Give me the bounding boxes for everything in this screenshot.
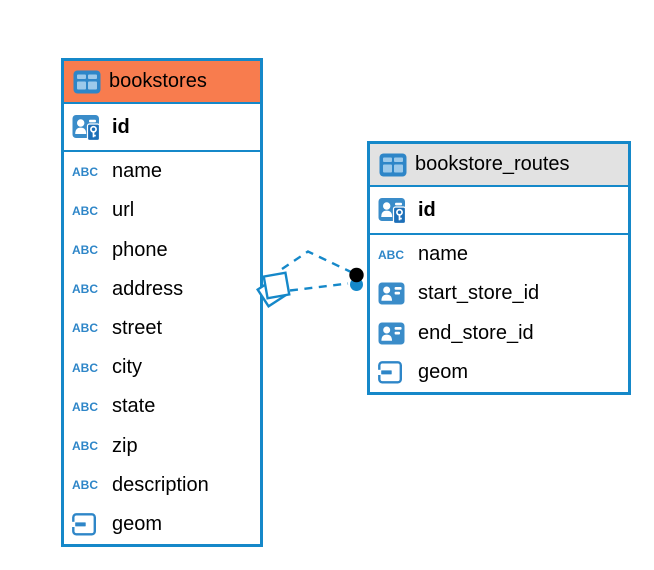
column-row-geom[interactable]: geom	[64, 505, 260, 544]
svg-text:ABC: ABC	[72, 165, 98, 179]
table-icon	[379, 153, 407, 177]
column-name: url	[112, 199, 135, 222]
relationship-connector[interactable]	[256, 250, 364, 308]
column-name: address	[112, 277, 184, 300]
column-row-id[interactable]: id	[370, 187, 628, 235]
text-icon: ABC	[72, 361, 103, 375]
relationship-line-lower[interactable]	[289, 282, 349, 292]
text-icon: ABC	[72, 204, 103, 218]
text-icon: ABC	[72, 165, 103, 179]
column-list: id ABC name ABC url ABC phone ABC addres…	[64, 104, 260, 544]
column-name: description	[112, 473, 209, 496]
entity-bookstore-routes[interactable]: bookstore_routes id ABC name start_store…	[367, 141, 631, 395]
column-name: name	[418, 243, 469, 266]
column-name: id	[418, 198, 436, 221]
column-row-id[interactable]: id	[64, 104, 260, 152]
svg-text:ABC: ABC	[72, 321, 98, 335]
column-name: id	[112, 115, 130, 138]
svg-text:ABC: ABC	[72, 243, 98, 257]
table-header-bookstores[interactable]: bookstores	[64, 61, 260, 104]
table-title: bookstore_routes	[415, 153, 570, 175]
column-row-name[interactable]: ABC name	[64, 152, 260, 191]
table-icon	[73, 70, 101, 94]
connector-endpoint-ring[interactable]	[350, 278, 363, 291]
svg-text:ABC: ABC	[72, 204, 98, 218]
column-row-url[interactable]: ABC url	[64, 191, 260, 230]
column-row-state[interactable]: ABC state	[64, 387, 260, 426]
column-row-description[interactable]: ABC description	[64, 466, 260, 505]
geometry-icon	[378, 360, 409, 384]
column-name: state	[112, 395, 156, 418]
column-row-phone[interactable]: ABC phone	[64, 230, 260, 269]
svg-text:ABC: ABC	[72, 282, 98, 296]
column-name: start_store_id	[418, 282, 540, 305]
column-row-geom[interactable]: geom	[370, 353, 628, 392]
column-name: name	[112, 160, 163, 183]
text-icon: ABC	[72, 282, 103, 296]
column-name: city	[112, 356, 142, 379]
svg-text:ABC: ABC	[72, 400, 98, 414]
entity-bookstores[interactable]: bookstores id ABC name ABC url ABC phone…	[61, 58, 263, 547]
text-icon: ABC	[72, 243, 103, 257]
column-row-zip[interactable]: ABC zip	[64, 426, 260, 465]
text-icon: ABC	[72, 478, 103, 492]
svg-text:ABC: ABC	[72, 439, 98, 453]
column-name: end_store_id	[418, 321, 534, 344]
column-name: street	[112, 316, 163, 339]
table-header-bookstore-routes[interactable]: bookstore_routes	[370, 144, 628, 187]
column-row-start_store_id[interactable]: start_store_id	[370, 274, 628, 313]
foreign-key-icon	[378, 282, 409, 305]
relationship-line-upper[interactable]	[281, 250, 352, 274]
svg-text:ABC: ABC	[378, 248, 404, 262]
column-name: geom	[418, 360, 469, 383]
column-name: phone	[112, 238, 168, 261]
primary-key-icon	[72, 113, 103, 141]
text-icon: ABC	[72, 321, 103, 335]
column-list: id ABC name start_store_id end_store_id …	[370, 187, 628, 392]
column-row-name[interactable]: ABC name	[370, 235, 628, 274]
column-row-address[interactable]: ABC address	[64, 270, 260, 309]
table-title: bookstores	[109, 70, 207, 92]
primary-key-icon	[378, 196, 409, 224]
column-name: geom	[112, 512, 163, 535]
text-icon: ABC	[72, 400, 103, 414]
svg-text:ABC: ABC	[72, 478, 98, 492]
text-icon: ABC	[72, 439, 103, 453]
connector-endpoint-dot[interactable]	[349, 267, 364, 283]
foreign-key-icon	[378, 322, 409, 345]
svg-text:ABC: ABC	[72, 361, 98, 375]
column-name: zip	[112, 434, 138, 457]
column-row-end_store_id[interactable]: end_store_id	[370, 314, 628, 353]
geometry-icon	[72, 513, 103, 536]
text-icon: ABC	[378, 248, 409, 262]
column-row-street[interactable]: ABC street	[64, 309, 260, 348]
column-row-city[interactable]: ABC city	[64, 348, 260, 387]
